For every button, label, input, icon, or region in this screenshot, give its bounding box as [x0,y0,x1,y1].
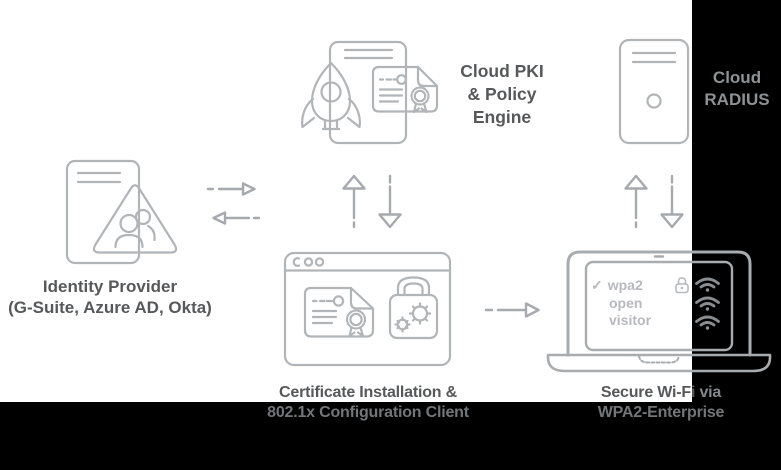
identity-provider-label-line1: Identity Provider [42,277,178,296]
identity-provider-label-line2: (G-Suite, Azure AD, Okta) [8,298,212,317]
rocket-icon [301,61,361,131]
config-client-label: Certificate Installation & 802.1x Config… [243,383,493,423]
cloud-pki-label: Cloud PKI & Policy Engine [445,60,559,129]
certificate-document-icon [303,286,375,338]
arrow-up-icon [624,174,684,229]
secure-wifi-label-part1: Secure Wi-Fi [600,384,700,401]
cloud-pki-label-line2: & Policy [467,84,537,104]
cloud-radius-label-line2: RADIUS [704,90,770,109]
network-item-visitor: visitor [609,312,652,328]
cloud-pki-label-line3: Engine [472,107,532,127]
server-tower-icon [618,38,690,145]
cloud-pki-label-line1: Cloud PKI [460,61,544,81]
white-panel [0,0,692,402]
wifi-icon [695,296,720,311]
wifi-network-list: ✓wpa2 open visitor [591,277,651,330]
secure-wifi-label-line2: WPA2-Enterprise [597,404,725,421]
padlock-gears-icon [388,276,439,340]
browser-window-icon [283,251,452,367]
check-icon: ✓ [591,277,603,293]
cloud-radius-label: Cloud RADIUS [697,67,777,111]
wifi-icon [695,277,720,292]
arrow-left-icon [212,211,261,225]
identity-card-users-icon [65,159,178,265]
cloud-radius-label-line1: Cloud [712,68,762,87]
network-item-open: open [609,294,643,311]
rocket-certificate-card-icon [301,40,439,145]
secure-wifi-label-part2: via [699,384,722,401]
network-item-label: wpa2 [607,277,643,293]
arrow-down-icon [660,174,684,229]
arrow-down-icon [378,174,402,229]
secure-wifi-label: Secure Wi-Fi via WPA2-Enterprise [570,383,752,423]
arrow-up-icon [342,174,402,229]
laptop-icon [546,250,772,373]
secure-wifi-label-line1: Secure Wi-Fi via [570,383,752,403]
config-client-label-line2: 802.1x Configuration Client [267,404,469,421]
certificate-document-icon [371,65,439,114]
identity-provider-label: Identity Provider (G-Suite, Azure AD, Ok… [0,276,220,318]
arrow-right-icon [484,302,540,318]
wifi-icon [695,315,720,330]
config-client-label-line1: Certificate Installation & [279,384,457,401]
lock-icon [675,277,689,294]
arrow-right-icon [206,182,261,225]
network-item-wpa2: ✓wpa2 [591,277,651,295]
